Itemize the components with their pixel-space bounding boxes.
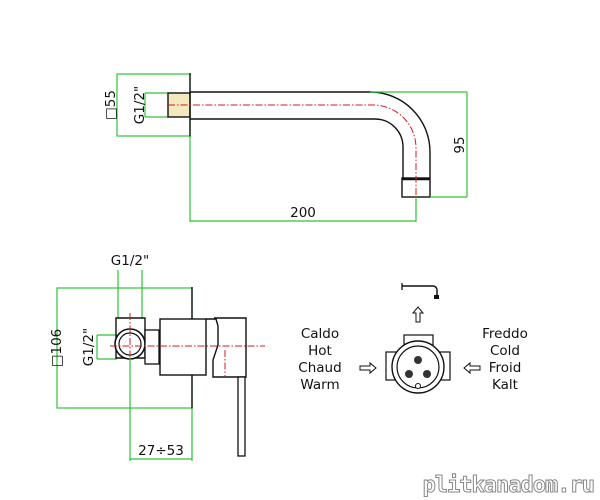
valve-body <box>159 318 207 376</box>
mixer-drawing: G1/2" □106 G1/2" 27÷53 <box>49 253 265 461</box>
svg-text:Chaud: Chaud <box>298 360 341 376</box>
spout-icon <box>401 283 439 299</box>
svg-text:Froid: Froid <box>489 360 522 376</box>
length-label: 200 <box>290 205 316 221</box>
connection-schematic: Caldo Hot Chaud Warm Freddo Cold Froid K… <box>298 283 528 394</box>
handle-body <box>206 317 247 378</box>
svg-text:Warm: Warm <box>300 377 339 393</box>
depth-label: 27÷53 <box>138 443 184 459</box>
top-thread-label: G1/2" <box>111 253 149 269</box>
spout-drawing: □55 G1/2" 95 200 <box>103 73 468 222</box>
hot-legend: Caldo Hot Chaud Warm <box>298 326 341 393</box>
valve-circle <box>391 340 445 394</box>
plate-55-label: □55 <box>103 90 119 120</box>
height-label: 95 <box>452 136 468 153</box>
spout-inner-edge <box>190 118 404 178</box>
cold-inlet-arrow-icon <box>463 361 481 375</box>
plate-106-label: □106 <box>49 329 65 368</box>
watermark: plitkanadom.ru <box>423 473 594 498</box>
hot-inlet-arrow-icon <box>359 361 377 375</box>
svg-text:Hot: Hot <box>308 343 332 359</box>
arrow-up-icon <box>411 306 425 323</box>
cold-legend: Freddo Cold Froid Kalt <box>482 326 528 393</box>
svg-text:Kalt: Kalt <box>492 377 518 393</box>
spout-thread-label: G1/2" <box>132 86 148 124</box>
svg-text:Cold: Cold <box>490 343 520 359</box>
handle-lever <box>237 376 246 457</box>
svg-text:Freddo: Freddo <box>482 326 528 342</box>
svg-text:Caldo: Caldo <box>301 326 339 342</box>
body-neck <box>144 329 160 365</box>
side-thread-label: G1/2" <box>81 328 97 366</box>
spout-centerline <box>168 104 417 200</box>
